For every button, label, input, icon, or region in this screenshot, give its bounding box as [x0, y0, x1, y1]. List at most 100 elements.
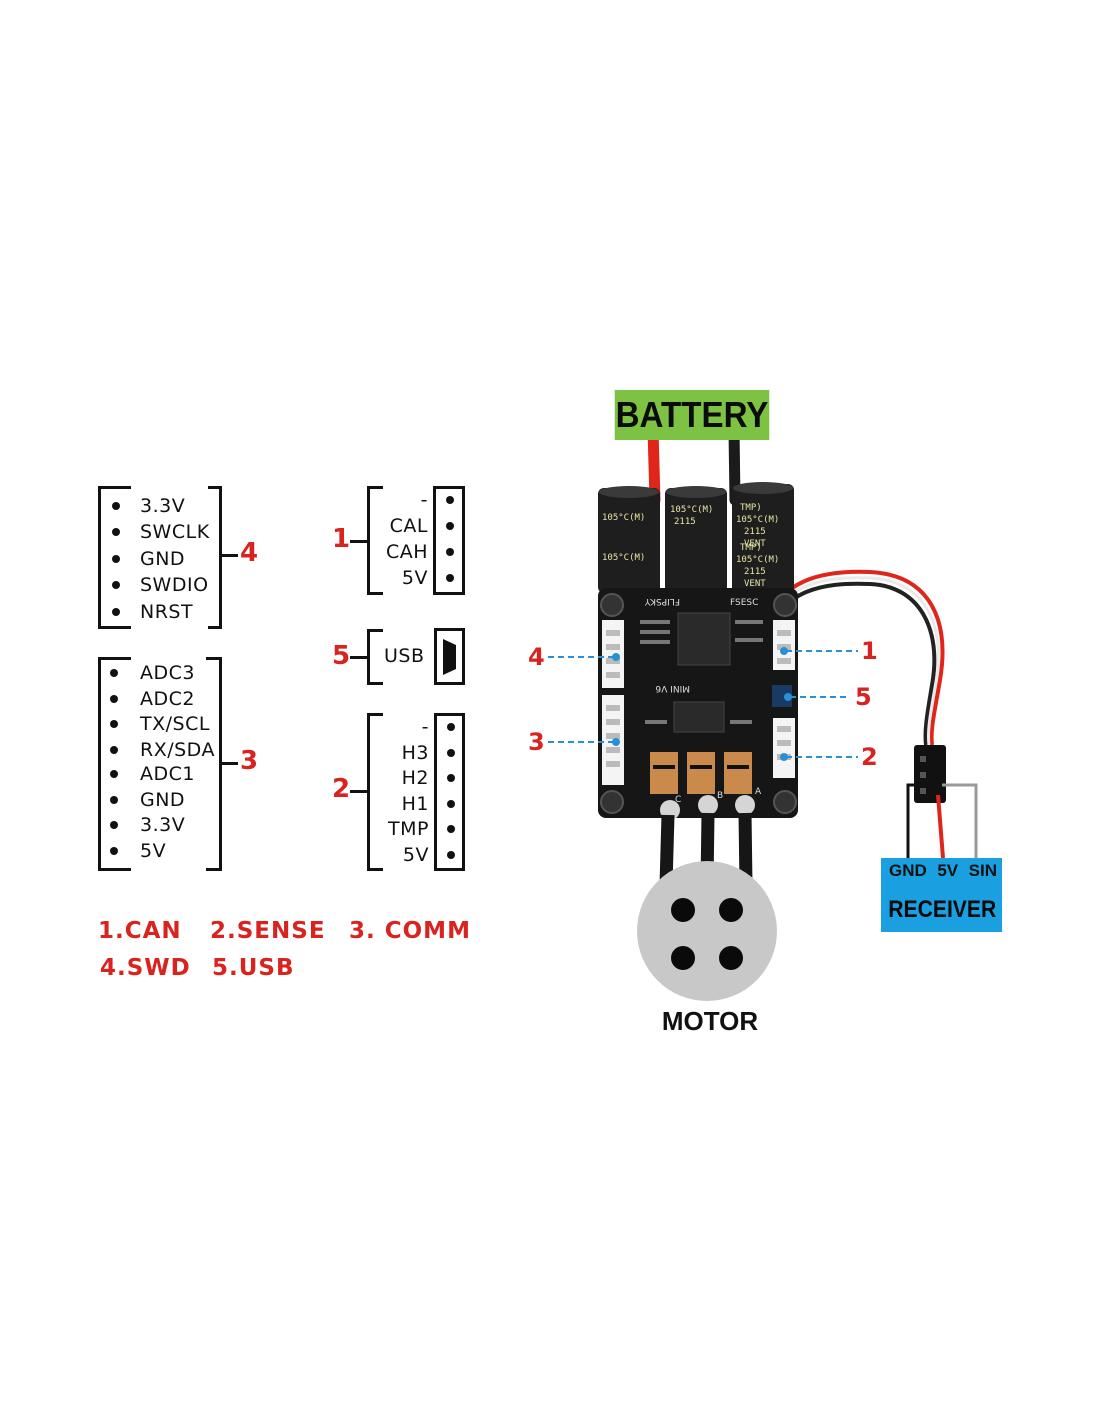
can-pin-label: CAH	[385, 541, 428, 563]
comm-bracket-tick	[222, 762, 238, 765]
usb-label: USB	[384, 645, 425, 667]
comm-pin-row: RX/SDA	[110, 737, 215, 763]
comm-pin-row: ADC2	[110, 686, 195, 712]
can-bracket-tick	[350, 540, 368, 543]
pin-dot	[112, 608, 120, 616]
capacitor-text: 105°C(M)	[602, 553, 645, 563]
legend-item-can: 1.CAN	[98, 918, 182, 944]
receiver-pin-5v: 5V	[937, 861, 959, 880]
board-silkscreen: FLIPSKY	[644, 596, 680, 606]
callout-1-number: 1	[861, 637, 878, 665]
swd-pin-row: SWCLK	[112, 519, 210, 545]
capacitor-text: 105°C(M)	[670, 505, 713, 515]
comm-pin-row: ADC1	[110, 761, 195, 787]
capacitor-text: 2115	[674, 517, 696, 527]
phase-label: A	[755, 787, 762, 797]
comm-pin-label: 3.3V	[140, 814, 186, 836]
pin-dot	[110, 720, 118, 728]
pin-dot	[446, 522, 454, 530]
callout-4-number: 4	[528, 643, 545, 671]
pin-dot	[447, 723, 455, 731]
callout-5-number: 5	[855, 683, 872, 711]
board-silkscreen: MINI V6	[655, 683, 690, 693]
swd-pin-row: 3.3V	[112, 493, 185, 519]
swd-pin-label: SWCLK	[140, 521, 210, 543]
comm-pin-label: TX/SCL	[140, 713, 210, 735]
swd-pin-label: SWDIO	[140, 574, 209, 596]
comm-pin-row: TX/SCL	[110, 711, 210, 737]
sense-pin-row: H1	[370, 791, 455, 817]
pin-dot	[446, 496, 454, 504]
pin-dot	[112, 581, 120, 589]
sense-pin-label: -	[421, 716, 429, 738]
swd-pin-row: SWDIO	[112, 572, 209, 598]
pin-dot	[112, 528, 120, 536]
pin-dot	[112, 502, 120, 510]
comm-bracket	[206, 657, 222, 871]
comm-pin-row: GND	[110, 787, 185, 813]
phase-label: C	[675, 795, 681, 805]
sense-connector-outline	[434, 713, 465, 871]
sense-bracket-tick	[350, 790, 368, 793]
can-bracket	[367, 486, 383, 595]
sense-pin-label: TMP	[388, 818, 429, 840]
sense-pin-row: H3	[370, 740, 455, 766]
sense-pin-row: H2	[370, 765, 455, 791]
pin-dot	[447, 800, 455, 808]
legend-item-swd: 4.SWD	[100, 955, 191, 981]
sense-pin-label: H3	[401, 742, 429, 764]
pin-dot	[110, 796, 118, 804]
sense-pin-label: 5V	[402, 844, 429, 866]
legend-item-sense: 2.SENSE	[210, 918, 326, 944]
motor-label: MOTOR	[661, 1006, 759, 1036]
capacitors	[598, 482, 794, 593]
swd-pin-label: NRST	[140, 601, 194, 623]
pin-dot	[447, 825, 455, 833]
comm-pin-label: 5V	[140, 840, 167, 862]
capacitor-text: TMP)	[740, 503, 762, 513]
capacitor-text: VENT	[744, 539, 766, 549]
can-number: 1	[332, 524, 351, 554]
board-callout-lines	[548, 647, 858, 761]
pin-dot	[110, 821, 118, 829]
swd-pin-label: GND	[140, 548, 186, 570]
legend-item-usb: 5.USB	[212, 955, 295, 981]
can-pin-row: CAH	[380, 539, 454, 565]
pin-dot	[110, 669, 118, 677]
comm-pin-row: ADC3	[110, 660, 195, 686]
can-pin-label: 5V	[401, 567, 428, 589]
callout-2-number: 2	[861, 743, 878, 771]
receiver-cable	[760, 569, 978, 859]
usb-number: 5	[332, 641, 351, 671]
capacitor-text: 105°C(M)	[602, 513, 645, 523]
swd-bracket	[208, 486, 222, 629]
swd-bracket-tick	[222, 554, 238, 557]
comm-pin-label: ADC2	[140, 688, 195, 710]
board-silkscreen: FSESC	[730, 598, 758, 608]
capacitor-text: 2115	[744, 527, 766, 537]
swd-pin-row: GND	[112, 546, 185, 572]
capacitor-text: 2115	[744, 567, 766, 577]
comm-pin-label: ADC3	[140, 662, 195, 684]
sense-pin-row: TMP	[370, 816, 455, 842]
can-pin-row: -	[380, 487, 454, 513]
swd-number: 4	[240, 538, 259, 568]
receiver-pin-sin: SIN	[968, 861, 997, 880]
phase-label: B	[717, 791, 723, 801]
legend-item-comm: 3. COMM	[349, 918, 471, 944]
sense-pin-row: -	[370, 714, 455, 740]
swd-pin-row: NRST	[112, 599, 193, 625]
pin-dot	[110, 695, 118, 703]
can-pin-row: CAL	[380, 513, 454, 539]
pin-dot	[110, 847, 118, 855]
comm-pin-label: ADC1	[140, 763, 195, 785]
pin-dot	[446, 574, 454, 582]
sense-pin-label: H1	[401, 793, 429, 815]
usb-bracket-tick	[350, 656, 368, 659]
battery-label: BATTERY	[614, 390, 770, 440]
can-pin-label: CAL	[389, 515, 428, 537]
comm-pin-label: GND	[140, 789, 186, 811]
callout-3-number: 3	[528, 728, 545, 756]
pin-dot	[112, 555, 120, 563]
sense-number: 2	[332, 774, 351, 804]
